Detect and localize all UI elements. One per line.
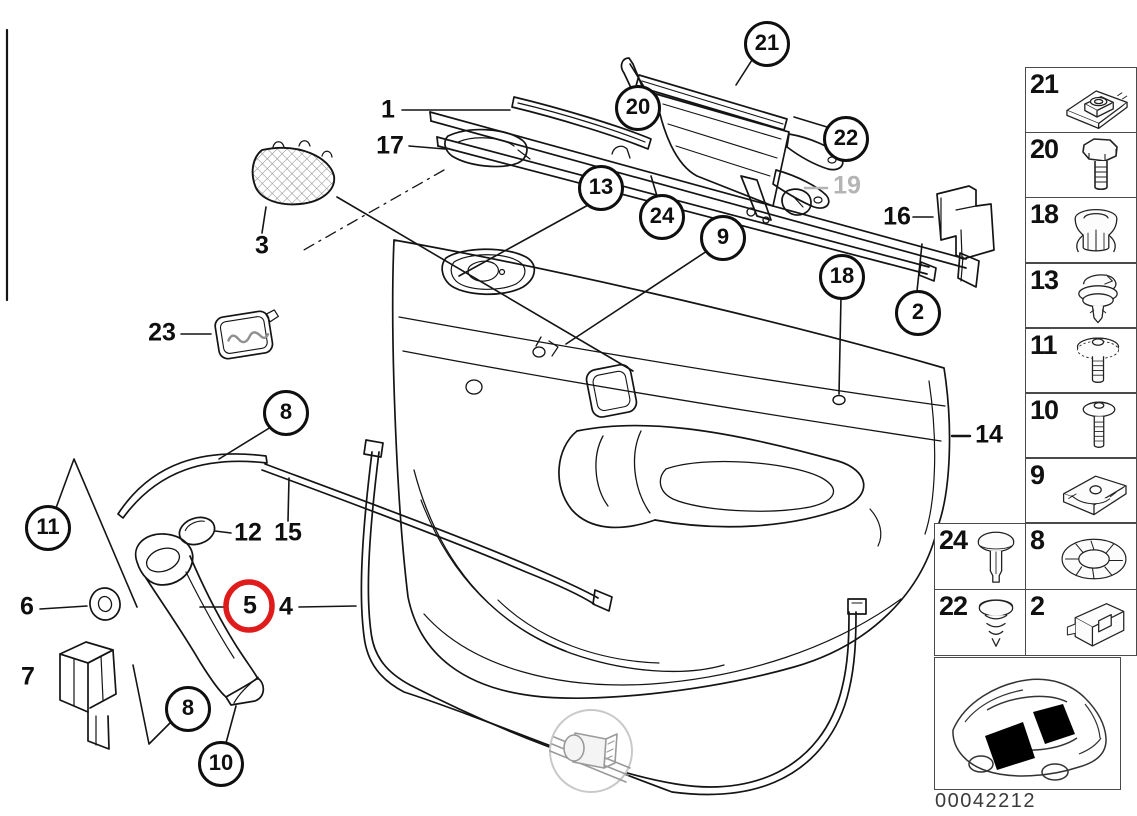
pull-handle-art [134, 533, 265, 706]
sidebar-item-10[interactable]: 10 [1025, 393, 1137, 458]
rosette-washer-icon [1061, 538, 1127, 580]
hex-bolt-icon [1082, 138, 1118, 191]
sidebar-item-2[interactable]: 2 [1025, 589, 1137, 656]
window-module-art [620, 57, 844, 224]
leader-lines [39, 59, 972, 745]
sidebar-item-label: 20 [1030, 134, 1059, 164]
washer-screw-icon [1076, 337, 1120, 383]
opener-trim-art [301, 128, 531, 252]
callout-13[interactable]: 13 [578, 165, 624, 211]
speaker-badge-art [214, 309, 279, 360]
callout-11[interactable]: 11 [25, 505, 71, 551]
callout-24[interactable]: 24 [639, 194, 685, 240]
callout-21[interactable]: 21 [744, 21, 790, 67]
cover-strip-art [511, 96, 652, 150]
sidebar-item-label: 10 [1030, 395, 1059, 425]
cage-nut-icon [1066, 90, 1128, 130]
grommet-6-art [89, 587, 121, 621]
cap-12-art [178, 516, 216, 546]
highlight-ring [223, 579, 275, 633]
sidebar-item-label: 21 [1030, 69, 1059, 99]
sheet-clip-icon [1062, 475, 1127, 516]
diagram-part-code: 00042212 [935, 790, 1036, 812]
door-panel-art [391, 239, 951, 699]
sidebar-item-label: 18 [1030, 199, 1059, 229]
sealing-plug-icon [978, 599, 1014, 647]
screw-icon [1082, 401, 1116, 448]
sidebar-item-label: 24 [939, 525, 968, 555]
callout-6[interactable]: 6 [20, 592, 34, 621]
panel-clip-icon [1078, 274, 1118, 324]
sidebar-item-21[interactable]: 21 [1025, 67, 1137, 133]
bracket-16-art [936, 185, 995, 260]
sidebar-item-24[interactable]: 24 [934, 523, 1026, 590]
callout-14[interactable]: 14 [975, 420, 1003, 449]
callout-4[interactable]: 4 [279, 592, 293, 621]
sidebar-item-label: 2 [1030, 591, 1045, 621]
sidebar-item-8[interactable]: 8 [1025, 523, 1137, 590]
callout-8-lower[interactable]: 8 [165, 686, 211, 732]
speaker-grille-art [251, 140, 335, 206]
callout-23[interactable]: 23 [148, 318, 176, 347]
callout-20[interactable]: 20 [615, 85, 661, 131]
sidebar-item-22[interactable]: 22 [934, 589, 1026, 656]
callout-5-highlighted[interactable]: 5 [243, 591, 257, 620]
sidebar-item-9[interactable]: 9 [1025, 458, 1137, 523]
grommet-icon [1074, 208, 1118, 253]
sidebar-item-label: 22 [939, 591, 968, 621]
callout-2[interactable]: 2 [895, 290, 941, 336]
clamp-bracket-icon [1066, 603, 1125, 647]
window-slot-trim-strips-art [429, 111, 980, 288]
sidebar-item-label: 9 [1030, 460, 1045, 490]
callout-18[interactable]: 18 [819, 254, 865, 300]
seal-clip-detail-art [549, 709, 633, 793]
lower-trim-strip-art [261, 463, 613, 612]
callout-7[interactable]: 7 [21, 662, 35, 691]
callout-19[interactable]: 19 [833, 171, 861, 200]
sidebar-item-label: 13 [1030, 265, 1059, 295]
sidebar-item-18[interactable]: 18 [1025, 197, 1137, 263]
sidebar-item-20[interactable]: 20 [1025, 132, 1137, 198]
callout-10[interactable]: 10 [198, 741, 244, 787]
bracket-7-art [59, 641, 117, 750]
sidebar-item-11[interactable]: 11 [1025, 328, 1137, 393]
sidebar-item-label: 8 [1030, 525, 1045, 555]
callout-16[interactable]: 16 [883, 202, 911, 231]
callout-9[interactable]: 9 [700, 215, 746, 261]
sidebar-item-label: 11 [1030, 330, 1058, 360]
callout-15[interactable]: 15 [274, 518, 302, 547]
callout-17[interactable]: 17 [376, 131, 404, 160]
rivet-pin-icon [977, 531, 1015, 583]
car-locator-thumbnail[interactable] [934, 657, 1121, 790]
callout-1[interactable]: 1 [381, 95, 395, 124]
callout-22[interactable]: 22 [823, 116, 869, 162]
sidebar-item-13[interactable]: 13 [1025, 263, 1137, 328]
callout-3[interactable]: 3 [255, 231, 269, 260]
waist-trim-blade-art [117, 453, 268, 519]
callout-8-upper[interactable]: 8 [263, 390, 309, 436]
car-silhouette-icon [952, 678, 1107, 781]
callout-12[interactable]: 12 [234, 518, 262, 547]
